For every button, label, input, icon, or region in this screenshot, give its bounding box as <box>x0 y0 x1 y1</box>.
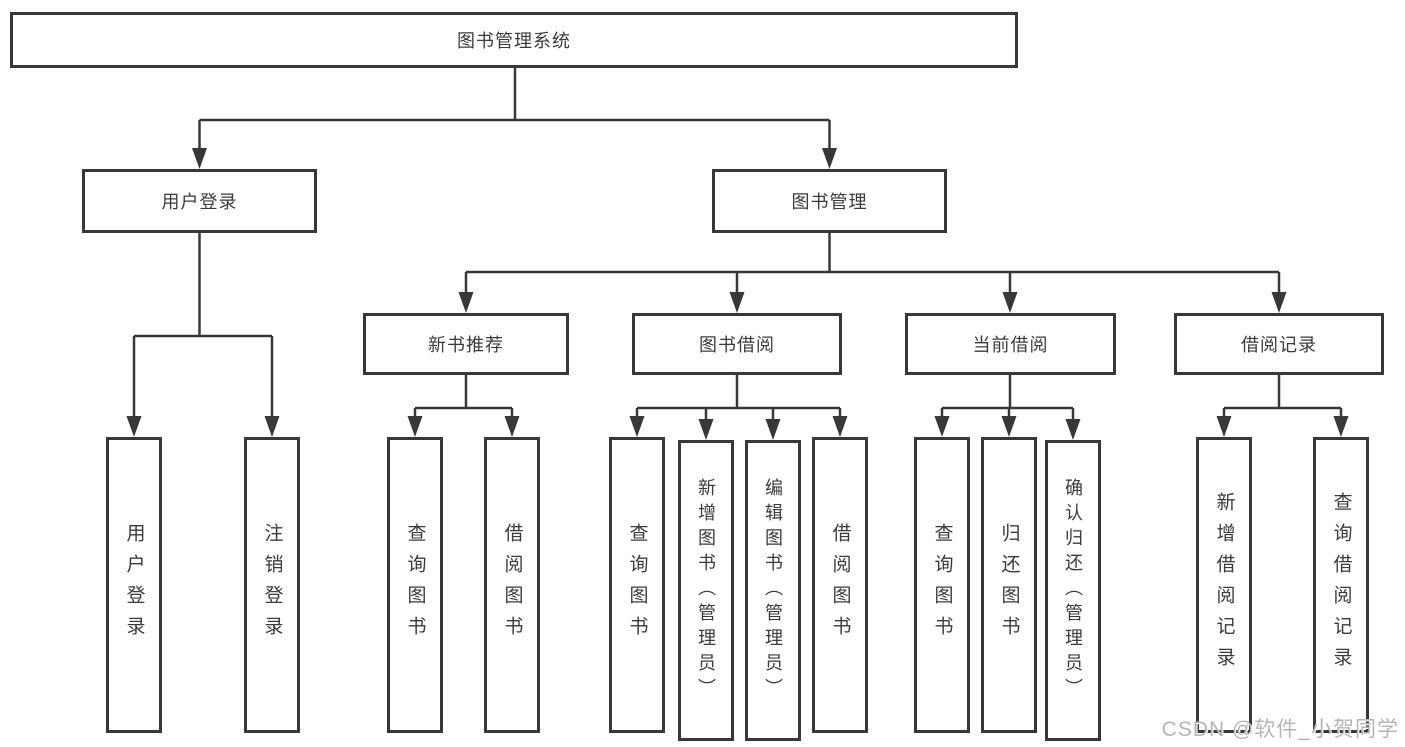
leaf-edit-books-admin: 编辑图书（管理员） <box>745 440 801 741</box>
leaf-label: 注销登录 <box>261 523 283 647</box>
leaf-label: 归还图书 <box>998 523 1020 647</box>
arrowheads <box>126 148 1349 440</box>
leaf-label: 用户登录 <box>123 523 145 647</box>
connector-newbook-to-leaves <box>413 375 514 420</box>
leaf-query-books-current: 查询图书 <box>914 437 970 733</box>
node-book-management: 图书管理 <box>712 169 947 233</box>
node-label: 新书推荐 <box>428 335 504 355</box>
leaf-return-books: 归还图书 <box>981 437 1037 733</box>
node-current-borrowing: 当前借阅 <box>905 313 1116 375</box>
node-label: 图书管理 <box>791 192 868 212</box>
leaf-label: 新增图书（管理员） <box>696 478 716 703</box>
node-book-borrowing: 图书借阅 <box>632 313 842 375</box>
leaf-add-borrow-record: 新增借阅记录 <box>1196 437 1252 733</box>
leaf-query-books-borrowing: 查询图书 <box>609 437 665 733</box>
leaf-label: 查询借阅记录 <box>1330 492 1352 678</box>
node-library-management-system: 图书管理系统 <box>10 12 1018 68</box>
node-label: 借阅记录 <box>1241 335 1317 355</box>
connector-bookmgmt-to-level3 <box>464 233 1281 296</box>
leaf-label: 确认归还（管理员） <box>1063 478 1083 703</box>
leaf-label: 编辑图书（管理员） <box>763 478 783 703</box>
node-label: 图书借阅 <box>699 335 775 355</box>
leaf-borrow-books-recommend: 借阅图书 <box>484 437 540 733</box>
leaf-add-books-admin: 新增图书（管理员） <box>678 440 734 741</box>
leaf-label: 查询图书 <box>404 523 426 647</box>
leaf-logout: 注销登录 <box>244 437 300 733</box>
csdn-watermark: CSDN @软件_小贺同学 <box>1161 718 1399 741</box>
connector-userlogin-to-leaves <box>132 233 274 420</box>
node-new-book-recommendation: 新书推荐 <box>363 313 569 375</box>
leaf-label: 新增借阅记录 <box>1213 492 1235 678</box>
leaf-confirm-return-admin: 确认归还（管理员） <box>1045 440 1101 741</box>
node-user-login: 用户登录 <box>82 169 317 233</box>
node-label: 用户登录 <box>161 192 238 212</box>
connector-current-to-leaves <box>940 375 1075 423</box>
leaf-label: 查询图书 <box>626 523 648 647</box>
node-label: 图书管理系统 <box>457 31 571 51</box>
leaf-label: 借阅图书 <box>829 523 851 647</box>
connector-borrowing-to-leaves <box>635 375 842 423</box>
connector-records-to-leaves <box>1222 375 1343 420</box>
node-label: 当前借阅 <box>972 335 1049 355</box>
leaf-query-books-recommend: 查询图书 <box>387 437 443 733</box>
node-borrowing-records: 借阅记录 <box>1174 313 1384 375</box>
leaf-user-login: 用户登录 <box>106 437 162 733</box>
leaf-borrow-books-borrowing: 借阅图书 <box>812 437 868 733</box>
leaf-label: 借阅图书 <box>501 523 523 647</box>
leaf-label: 查询图书 <box>931 523 953 647</box>
leaf-query-borrow-record: 查询借阅记录 <box>1313 437 1369 733</box>
connector-root-to-level2 <box>198 68 831 152</box>
